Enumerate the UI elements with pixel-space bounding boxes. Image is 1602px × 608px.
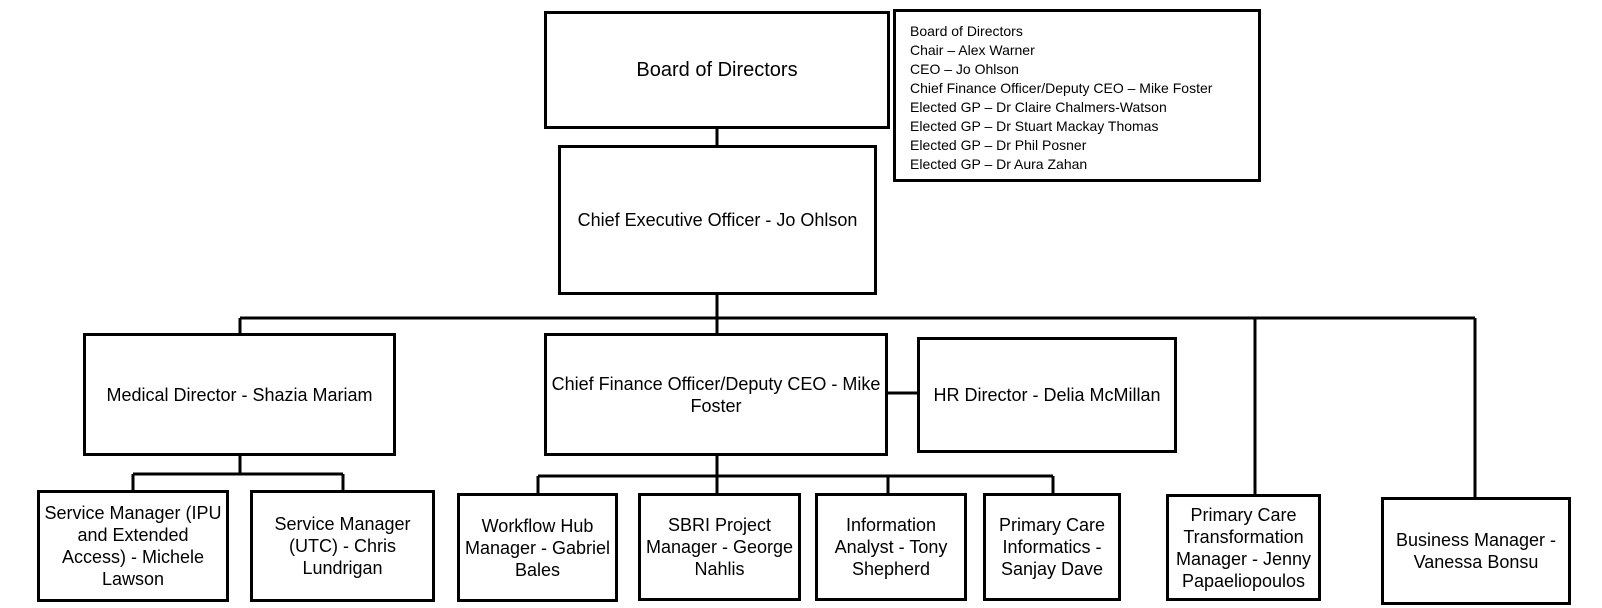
sbri-project-manager-box: SBRI Project Manager - George Nahlis: [638, 493, 801, 601]
board-panel-line: Chair – Alex Warner: [910, 42, 1035, 58]
medical-director-box: Medical Director - Shazia Mariam: [83, 333, 396, 456]
primary-care-transformation-manager-label: Primary Care Transformation Manager - Je…: [1175, 504, 1312, 591]
primary-care-transformation-manager-box: Primary Care Transformation Manager - Je…: [1166, 494, 1321, 601]
workflow-hub-manager-label: Workflow Hub Manager - Gabriel Bales: [464, 515, 611, 580]
board-panel-line: Elected GP – Dr Phil Posner: [910, 137, 1087, 153]
board-panel-line: Elected GP – Dr Aura Zahan: [910, 156, 1088, 172]
board-panel-line: Chief Finance Officer/Deputy CEO – Mike …: [910, 80, 1213, 96]
medical-director-label: Medical Director - Shazia Mariam: [106, 384, 373, 405]
board-panel-line: Elected GP – Dr Stuart Mackay Thomas: [910, 118, 1159, 134]
primary-care-informatics-box: Primary Care Informatics - Sanjay Dave: [983, 493, 1121, 601]
service-manager-utc-box: Service Manager (UTC) - Chris Lundrigan: [250, 490, 435, 602]
board-of-directors-label: Board of Directors: [636, 59, 798, 81]
board-panel-line: CEO – Jo Ohlson: [910, 61, 1019, 77]
business-manager-label: Business Manager - Vanessa Bonsu: [1395, 530, 1557, 572]
board-of-directors-box: Board of Directors: [544, 11, 890, 129]
workflow-hub-manager-box: Workflow Hub Manager - Gabriel Bales: [457, 493, 618, 602]
business-manager-box: Business Manager - Vanessa Bonsu: [1381, 497, 1571, 605]
ceo-label: Chief Executive Officer - Jo Ohlson: [577, 210, 858, 230]
board-panel-title: Board of Directors: [910, 23, 1023, 39]
hr-director-label: HR Director - Delia McMillan: [933, 385, 1161, 405]
board-members-panel: Board of Directors Chair – Alex Warner C…: [893, 9, 1261, 182]
board-panel-line: Elected GP – Dr Claire Chalmers-Watson: [910, 99, 1167, 115]
information-analyst-label: Information Analyst - Tony Shepherd: [834, 515, 948, 579]
hr-director-box: HR Director - Delia McMillan: [917, 337, 1177, 453]
service-manager-ipu-box: Service Manager (IPU and Extended Access…: [37, 490, 229, 602]
cfo-box: Chief Finance Officer/Deputy CEO - Mike …: [544, 333, 888, 456]
service-manager-utc-label: Service Manager (UTC) - Chris Lundrigan: [274, 514, 411, 578]
information-analyst-box: Information Analyst - Tony Shepherd: [815, 493, 967, 601]
service-manager-ipu-label: Service Manager (IPU and Extended Access…: [44, 503, 222, 589]
ceo-box: Chief Executive Officer - Jo Ohlson: [558, 145, 877, 295]
sbri-project-manager-label: SBRI Project Manager - George Nahlis: [645, 515, 794, 579]
primary-care-informatics-label: Primary Care Informatics - Sanjay Dave: [998, 515, 1105, 579]
cfo-label: Chief Finance Officer/Deputy CEO - Mike …: [551, 373, 881, 416]
